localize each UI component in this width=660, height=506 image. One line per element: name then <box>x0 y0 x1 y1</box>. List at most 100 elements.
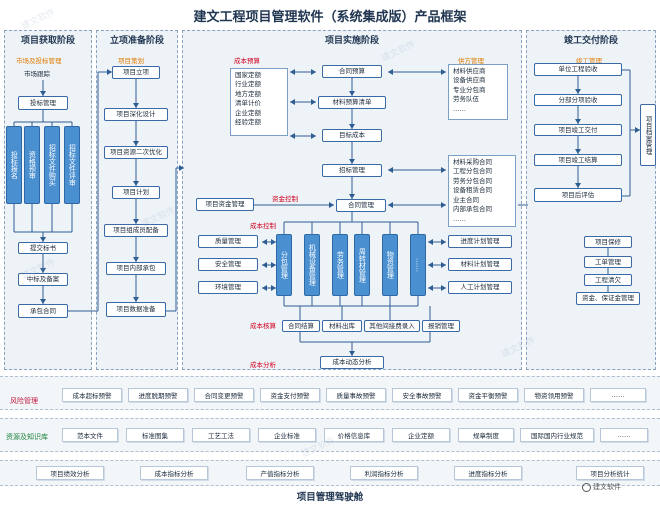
analysis-chip[interactable]: 产值指标分析 <box>246 466 314 480</box>
reimbursement-node[interactable]: 报销管理 <box>422 320 460 332</box>
dynamic-cost-analysis-node[interactable]: 成本动态分析 <box>320 356 384 369</box>
analysis-chip[interactable]: 进度指标分析 <box>454 466 522 480</box>
quota-item: 经验定额 <box>235 118 261 127</box>
analysis-chip[interactable]: 成本指标分析 <box>140 466 208 480</box>
cost-control-label: 成本控制 <box>250 222 276 230</box>
knowledge-chip[interactable]: 价格信息库 <box>324 428 384 442</box>
prep-step-node[interactable]: 项目资源二次优化 <box>104 146 168 159</box>
work-order-node[interactable]: 工单管理 <box>584 256 632 268</box>
bid-management-node[interactable]: 投标管理 <box>18 96 68 110</box>
indirect-cost-node[interactable]: 其他间接费录入 <box>364 320 420 332</box>
material-outbound-node[interactable]: 材料出库 <box>322 320 362 332</box>
labor-plan-node[interactable]: 人工计划管理 <box>448 281 512 294</box>
knowledge-chip[interactable]: 标准图集 <box>126 428 184 442</box>
knowledge-chip[interactable]: 工艺工法 <box>192 428 250 442</box>
flow-node[interactable]: 合同预算 <box>322 65 382 78</box>
prep-step-node[interactable]: 项目计划 <box>112 186 160 199</box>
contract-type-item: …… <box>453 214 466 223</box>
market-bid-label: 市场及投标管理 <box>16 57 62 65</box>
prep-step-node[interactable]: 项目内部承包 <box>106 262 166 275</box>
resource-module-node[interactable]: …… <box>410 234 426 296</box>
bid-step-node[interactable]: 资格预审 <box>24 126 40 204</box>
resource-module-node[interactable]: 机械设备管理 <box>304 234 320 296</box>
phase-title-preparation: 立项准备阶段 <box>109 36 164 46</box>
prep-step-node[interactable]: 项目组成员配备 <box>104 224 168 237</box>
analysis-chip[interactable]: 项目分析统计 <box>576 466 644 480</box>
brand-logo: 建文软件 <box>582 482 621 492</box>
knowledge-chip[interactable]: …… <box>600 428 648 442</box>
archive-management-label: 项目档案管理 <box>644 115 653 155</box>
risk-chip[interactable]: 进度脱期预警 <box>128 388 188 402</box>
fund-guarantee-node[interactable]: 资金、保证金管理 <box>576 292 640 305</box>
cost-analysis-label: 成本分析 <box>250 361 276 369</box>
archive-management-node[interactable]: 项目档案管理 <box>640 104 656 166</box>
brand-logo-text: 建文软件 <box>593 483 621 491</box>
risk-chip[interactable]: 资金支付预警 <box>260 388 320 402</box>
delivery-step-node[interactable]: 项目后评估 <box>534 188 622 202</box>
schedule-plan-node[interactable]: 进度计划管理 <box>448 235 512 248</box>
prep-step-node[interactable]: 项目数据准备 <box>106 302 166 317</box>
phase-title-acquisition: 项目获取阶段 <box>20 36 75 46</box>
market-tracking-label: 市场跟踪 <box>24 70 50 78</box>
submit-bid-node[interactable]: 提交标书 <box>18 242 68 254</box>
contract-type-item: 工程分包合同 <box>453 167 492 176</box>
knowledge-chip[interactable]: 规章制度 <box>458 428 514 442</box>
risk-chip[interactable]: 资金平衡预警 <box>458 388 518 402</box>
safety-management-node[interactable]: 安全管理 <box>198 258 258 271</box>
delivery-step-node[interactable]: 项目竣工结算 <box>534 154 622 166</box>
quota-list: 国家定额 行业定额 地方定额 清单计价 企业定额 经验定额 <box>230 68 288 136</box>
knowledge-label: 资源及知识库 <box>6 433 48 441</box>
analysis-chip[interactable]: 项目绩效分析 <box>36 466 104 480</box>
cost-estimate-label: 成本预算 <box>234 57 260 65</box>
fund-management-node[interactable]: 项目资金管理 <box>196 198 254 211</box>
quota-item: 企业定额 <box>235 108 261 117</box>
contract-node[interactable]: 承包合同 <box>18 304 68 318</box>
supplier-item: 专业分包商 <box>453 85 486 94</box>
contract-settlement-node[interactable]: 合同结算 <box>282 320 320 332</box>
knowledge-chip[interactable]: 企业标准 <box>258 428 316 442</box>
brand-logo-icon <box>582 482 591 492</box>
delivery-step-node[interactable]: 项目竣工交付 <box>534 124 622 136</box>
knowledge-chip[interactable]: 国际国内行业规范 <box>520 428 594 442</box>
resource-module-node[interactable]: 物资管理 <box>382 234 398 296</box>
risk-chip[interactable]: 成本超标预警 <box>62 388 122 402</box>
cockpit-title: 项目管理驾驶舱 <box>296 492 364 503</box>
material-plan-node[interactable]: 材料计划管理 <box>448 258 512 271</box>
bid-step-node[interactable]: 投标报名 <box>6 126 22 204</box>
contract-type-item: 劳务分包合同 <box>453 176 492 185</box>
win-filing-node[interactable]: 中标及备案 <box>18 273 68 286</box>
flow-node[interactable]: 目标成本 <box>322 129 382 142</box>
risk-chip[interactable]: 合同变更预警 <box>194 388 254 402</box>
risk-chip[interactable]: 质量事故预警 <box>326 388 386 402</box>
resource-module-node[interactable]: 劳务管理 <box>332 234 348 296</box>
analysis-chip[interactable]: 利润指标分析 <box>350 466 418 480</box>
bid-step-node[interactable]: 招标文件评审 <box>64 126 80 204</box>
warranty-node[interactable]: 项目保修 <box>584 236 632 248</box>
project-planning-label: 项目策划 <box>118 57 144 65</box>
prep-step-node[interactable]: 项目深化设计 <box>104 108 168 121</box>
risk-label: 风险管理 <box>10 397 38 405</box>
risk-chip[interactable]: 物资领用预警 <box>524 388 584 402</box>
flow-node[interactable]: 招标管理 <box>322 164 382 177</box>
contract-type-item: 内部承包合同 <box>453 205 492 214</box>
knowledge-chip[interactable]: 企业定额 <box>392 428 450 442</box>
environment-management-node[interactable]: 环境管理 <box>198 281 258 294</box>
flow-node[interactable]: 合同管理 <box>336 199 386 212</box>
risk-chip[interactable]: 安全事故预警 <box>392 388 452 402</box>
resource-module-node[interactable]: 周转材管理 <box>354 234 370 296</box>
arrears-clearing-node[interactable]: 工程清欠 <box>584 274 632 286</box>
contract-type-list: 材料采购合同 工程分包合同 劳务分包合同 设备租赁合同 业主合同 内部承包合同 … <box>448 155 516 227</box>
analysis-band <box>0 460 660 486</box>
quality-management-node[interactable]: 质量管理 <box>198 235 258 248</box>
prep-step-node[interactable]: 项目立项 <box>112 66 160 79</box>
risk-chip[interactable]: …… <box>590 388 646 402</box>
knowledge-chip[interactable]: 范本文件 <box>62 428 118 442</box>
delivery-step-node[interactable]: 分部分项验收 <box>534 94 622 106</box>
resource-module-node[interactable]: 分包管理 <box>276 234 292 296</box>
delivery-step-node[interactable]: 单位工程验收 <box>534 63 622 76</box>
bid-step-node[interactable]: 招标文件购买 <box>44 126 60 204</box>
contract-type-item: 材料采购合同 <box>453 158 492 166</box>
flow-node[interactable]: 材料预算清单 <box>318 96 386 109</box>
phase-title-delivery: 竣工交付阶段 <box>563 36 618 46</box>
phase-title-implementation: 项目实施阶段 <box>324 36 379 46</box>
